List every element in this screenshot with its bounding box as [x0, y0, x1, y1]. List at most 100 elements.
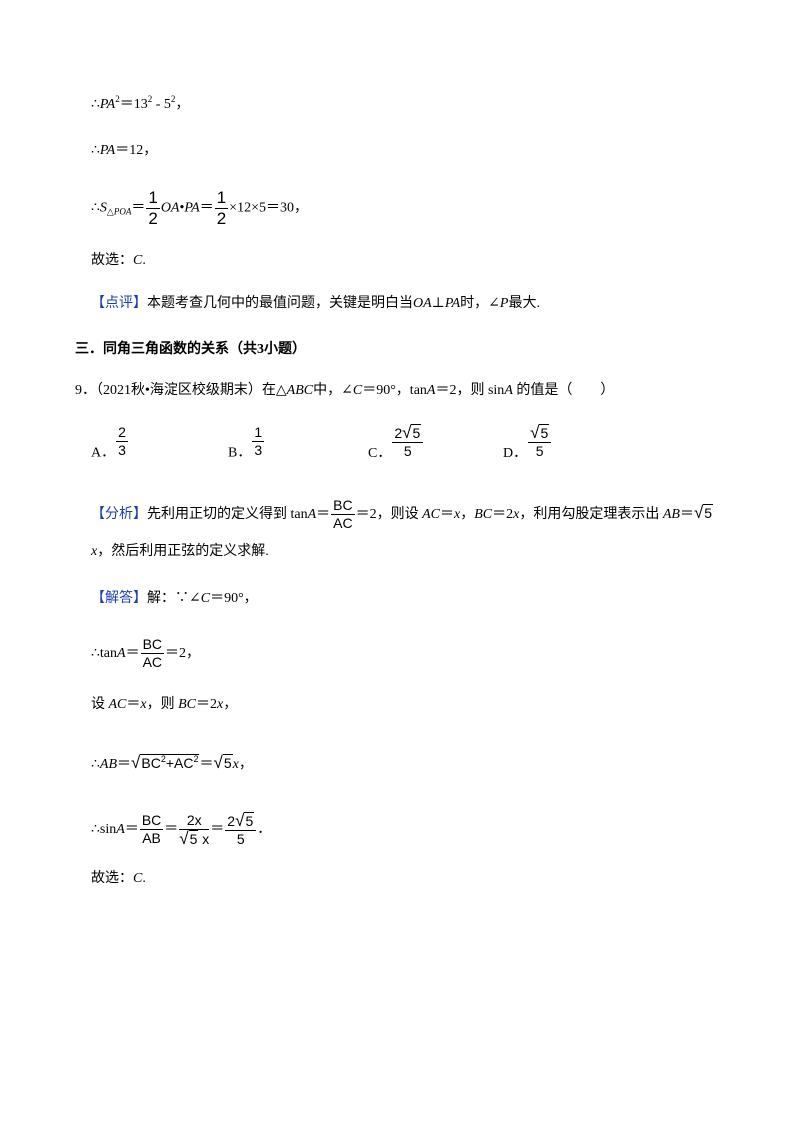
equals-text: ＝	[316, 507, 331, 522]
fraction-numerator: 2x	[179, 812, 210, 830]
var-a: A	[504, 383, 513, 398]
var-ab: AB	[99, 757, 118, 772]
analysis-text: ＝2，则设	[355, 507, 423, 522]
question-text: ＝2，则 sin	[435, 383, 505, 398]
exponent: 2	[115, 94, 120, 104]
var-p: P	[499, 296, 509, 311]
exponent: 2	[193, 754, 199, 764]
therefore-sin: ∴sin	[91, 822, 117, 837]
solve-text: ＝	[126, 697, 141, 712]
var-pa: PA	[99, 97, 116, 112]
solution-line-pa-squared: ∴PA2＝132 - 52，	[91, 95, 189, 115]
var-s: S	[99, 200, 107, 216]
analysis-text: ，	[460, 507, 475, 522]
radical-sign: √	[131, 753, 141, 772]
answer-line-2: 故选：C.	[91, 869, 146, 889]
fraction-numerator: BC	[140, 636, 165, 655]
var-pa: PA	[444, 296, 461, 311]
radicand: 5	[539, 424, 550, 441]
var-ab: AB	[662, 507, 680, 522]
period: ．	[257, 822, 272, 837]
analysis-text: 先利用正切的定义得到 tan	[147, 507, 308, 522]
period: .	[142, 253, 146, 268]
analysis-tag: 【分析】	[91, 507, 147, 522]
exponent: 2	[170, 94, 176, 104]
subscript-poa: △POA	[106, 206, 132, 217]
radicand: 5	[244, 811, 255, 829]
choice-label: D．	[503, 446, 528, 462]
var-a: A	[307, 507, 317, 522]
question-9: 9．（2021秋•海淀区校级期末）在△ABC中，∠C＝90°，tanA＝2，则 …	[75, 381, 614, 401]
question-text: ＝90°，tan	[362, 383, 427, 398]
radical-sign: √	[213, 753, 223, 772]
answer-label: 故选：	[91, 253, 133, 268]
var-c: C	[352, 383, 363, 398]
solve-line-ab: ∴AB＝√BC2+AC2＝√5x，	[91, 748, 253, 780]
choice-label: A．	[91, 445, 116, 461]
fraction-denominator: 5	[403, 443, 412, 459]
result-text: ×12×5＝30，	[229, 200, 308, 216]
question-source: （2021秋•海淀区校级期末）在△	[96, 383, 287, 398]
fraction-denominator: 3	[118, 442, 126, 458]
radicand: 5	[703, 504, 714, 521]
solution-line-pa-value: ∴PA＝12，	[91, 141, 157, 161]
fraction-numerator: BC	[331, 497, 355, 516]
solve-text: ，则	[146, 697, 179, 712]
var-a: A	[116, 822, 125, 837]
analysis-text: ＝	[440, 507, 455, 522]
coefficient: 2	[394, 425, 403, 441]
solve-text: 解：∵∠	[147, 591, 201, 606]
section-heading: 三．同角三角函数的关系（共3小题）	[75, 342, 306, 357]
dot-operator: •	[179, 200, 185, 216]
var-x: x	[513, 507, 520, 522]
comment-text: 时，∠	[460, 296, 500, 311]
var-bc: BC	[474, 507, 493, 522]
sqrt-icon: √5	[694, 493, 714, 533]
fraction-numerator: 1	[214, 188, 229, 209]
therefore-symbol: ∴	[91, 143, 100, 158]
equals-text: ＝	[679, 507, 694, 522]
answer-choice: C	[133, 253, 143, 268]
solve-text: 设	[91, 697, 109, 712]
equals-text: ＝	[199, 757, 214, 772]
answer-choice: C	[133, 871, 143, 886]
solve-text: ＝2	[196, 697, 217, 712]
value-text: ＝12，	[115, 143, 158, 158]
var-a: A	[426, 383, 436, 398]
var-oa: OA	[413, 296, 432, 311]
fraction-numerator: 2	[116, 424, 128, 442]
comment-line: 【点评】本题考查几何中的最值问题，关键是明白当OA⊥PA时，∠P最大.	[91, 294, 540, 314]
fraction-numerator: √5	[528, 423, 552, 443]
fraction-denominator: 5	[236, 830, 245, 847]
radical-sign: √	[179, 828, 189, 848]
question-number: 9．	[75, 383, 96, 398]
perp-symbol: ⊥	[431, 296, 445, 311]
fraction-2x-sqrt5x: 2x√5 x	[179, 812, 210, 848]
radical-sign: √	[530, 423, 540, 442]
solve-tag: 【解答】	[91, 591, 147, 606]
sqrt-icon: √BC2+AC2	[131, 748, 200, 778]
var-oa: OA	[160, 200, 180, 216]
radicand: BC2+AC2	[140, 754, 200, 771]
exponent: 2	[147, 94, 153, 104]
fraction-denominator: 3	[254, 442, 263, 458]
equals-text: ＝13	[119, 97, 148, 112]
therefore-tan: ∴tan	[91, 646, 118, 661]
fraction-denominator: 5	[535, 443, 544, 459]
var-pa: PA	[99, 143, 116, 158]
therefore-symbol: ∴	[91, 97, 100, 112]
